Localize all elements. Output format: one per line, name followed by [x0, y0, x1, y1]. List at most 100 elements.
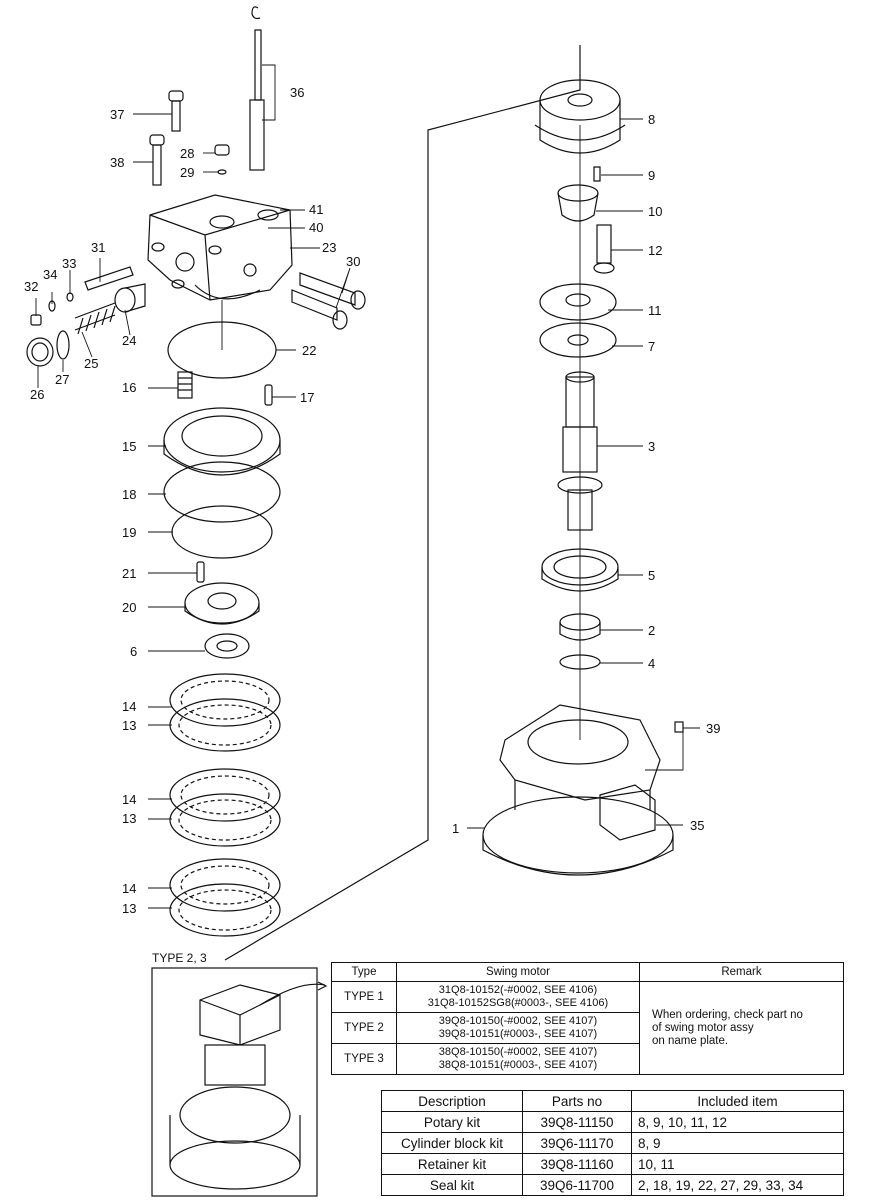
motor-cell: 38Q8-10150(-#0002, SEE 4107) 38Q8-10151(…	[396, 1043, 640, 1075]
kit-part-no: 39Q8-11150	[522, 1111, 632, 1133]
part-label: 37	[110, 107, 124, 122]
cap-26	[26, 337, 54, 367]
divider-line	[224, 45, 581, 961]
motor-line: 38Q8-10151(#0003-, SEE 4107)	[438, 1059, 598, 1071]
motor-line: 38Q8-10150(-#0002, SEE 4107)	[438, 1046, 598, 1058]
housing-1	[482, 704, 674, 876]
piston-12	[593, 224, 615, 274]
inset-motor	[169, 981, 328, 1190]
part-label: 16	[122, 380, 136, 395]
part-label: 13	[122, 811, 136, 826]
oring-33	[66, 292, 74, 302]
part-label: 14	[122, 881, 136, 896]
part-label: 10	[648, 204, 662, 219]
part-label: 21	[122, 566, 136, 581]
oring-19	[171, 505, 273, 559]
kit-description: Potary kit	[381, 1111, 523, 1133]
table-row: Seal kit 39Q6-11700 2, 18, 19, 22, 27, 2…	[381, 1174, 844, 1196]
kit-table: Description Parts no Included item Potar…	[381, 1090, 844, 1196]
remark-line: on name plate.	[652, 1034, 729, 1047]
part-label: 12	[648, 243, 662, 258]
leader-lines	[35, 64, 700, 909]
col-header: Parts no	[522, 1090, 632, 1112]
col-header: Swing motor	[396, 962, 640, 982]
kit-description: Retainer kit	[381, 1153, 523, 1175]
plug-28	[214, 144, 230, 156]
part-label: 15	[122, 439, 136, 454]
kit-description: Seal kit	[381, 1174, 523, 1196]
part-number-labels: 37 38 28 29 36 41 40 23 31 30 33 34 32 2…	[24, 85, 720, 916]
kit-table-header: Description Parts no Included item	[381, 1090, 844, 1112]
pin-17	[264, 384, 273, 406]
part-label: 19	[122, 525, 136, 540]
part-label: 20	[122, 600, 136, 615]
type-cell: TYPE 3	[331, 1043, 397, 1075]
motor-line: 31Q8-10152(-#0002, SEE 4106)	[438, 984, 598, 996]
part-label: 40	[309, 220, 323, 235]
type-table-header: Type Swing motor Remark	[331, 962, 844, 982]
plug-39	[674, 721, 684, 733]
rod-36	[249, 6, 265, 171]
part-label: 4	[648, 656, 655, 671]
part-label: 5	[648, 568, 655, 583]
kit-items: 8, 9, 10, 11, 12	[631, 1111, 844, 1133]
part-label: 23	[322, 240, 336, 255]
pin-21	[196, 561, 205, 583]
part-label: 38	[110, 155, 124, 170]
inset-box	[151, 967, 318, 1197]
col-header: Included item	[631, 1090, 844, 1112]
guide-10	[557, 184, 599, 222]
plate-7	[539, 322, 617, 358]
table-row: TYPE 3 38Q8-10150(-#0002, SEE 4107) 38Q8…	[331, 1043, 844, 1075]
kit-items: 2, 18, 19, 22, 27, 29, 33, 34	[631, 1174, 844, 1196]
bolt-37	[168, 90, 184, 132]
motor-cell: 39Q8-10150(-#0002, SEE 4107) 39Q8-10151(…	[396, 1012, 640, 1044]
oring-18	[163, 461, 281, 523]
kit-items: 8, 9	[631, 1132, 844, 1154]
part-label: 39	[706, 721, 720, 736]
remark-line: When ordering, check part no	[652, 1008, 803, 1021]
kit-description: Cylinder block kit	[381, 1132, 523, 1154]
spring-16	[177, 371, 193, 399]
motor-line: 39Q8-10151(#0003-, SEE 4107)	[438, 1028, 598, 1040]
part-label: 31	[91, 240, 105, 255]
motor-line: 31Q8-10152SG8(#0003-, SEE 4106)	[427, 997, 609, 1009]
part-label: 17	[300, 390, 314, 405]
oring-27	[56, 330, 70, 360]
table-row: Cylinder block kit 39Q6-11170 8, 9	[381, 1132, 844, 1154]
type-cell: TYPE 2	[331, 1012, 397, 1044]
motor-line: 39Q8-10150(-#0002, SEE 4107)	[438, 1015, 598, 1027]
table-row: Retainer kit 39Q8-11160 10, 11	[381, 1153, 844, 1175]
part-label: 36	[290, 85, 304, 100]
part-label: 7	[648, 339, 655, 354]
part-label: 25	[84, 356, 98, 371]
plate-20	[184, 582, 260, 625]
part-label: 14	[122, 792, 136, 807]
part-label: 28	[180, 146, 194, 161]
kit-part-no: 39Q8-11160	[522, 1153, 632, 1175]
table-row: TYPE 2 39Q8-10150(-#0002, SEE 4107) 39Q8…	[331, 1012, 844, 1044]
inset-label: TYPE 2, 3	[152, 951, 207, 965]
kit-part-no: 39Q6-11170	[522, 1132, 632, 1154]
bearing-6	[204, 633, 250, 659]
plug-32	[30, 314, 42, 326]
part-label: 13	[122, 901, 136, 916]
motor-cell: 31Q8-10152(-#0002, SEE 4106) 31Q8-10152S…	[396, 981, 640, 1013]
part-label: 27	[55, 372, 69, 387]
part-label: 33	[62, 256, 76, 271]
part-label: 35	[690, 818, 704, 833]
part-label: 9	[648, 168, 655, 183]
spring-9	[593, 166, 601, 182]
retainer-11	[539, 283, 617, 321]
part-label: 34	[43, 267, 57, 282]
table-row: Potary kit 39Q8-11150 8, 9, 10, 11, 12	[381, 1111, 844, 1133]
part-label: 26	[30, 387, 44, 402]
valve-housing	[147, 194, 293, 301]
remark-cell: When ordering, check part no of swing mo…	[639, 981, 844, 1075]
pin-31	[84, 266, 134, 291]
part-label: 14	[122, 699, 136, 714]
oring-29	[217, 169, 227, 175]
plate-pair-1	[169, 673, 281, 752]
part-label: 30	[346, 254, 360, 269]
